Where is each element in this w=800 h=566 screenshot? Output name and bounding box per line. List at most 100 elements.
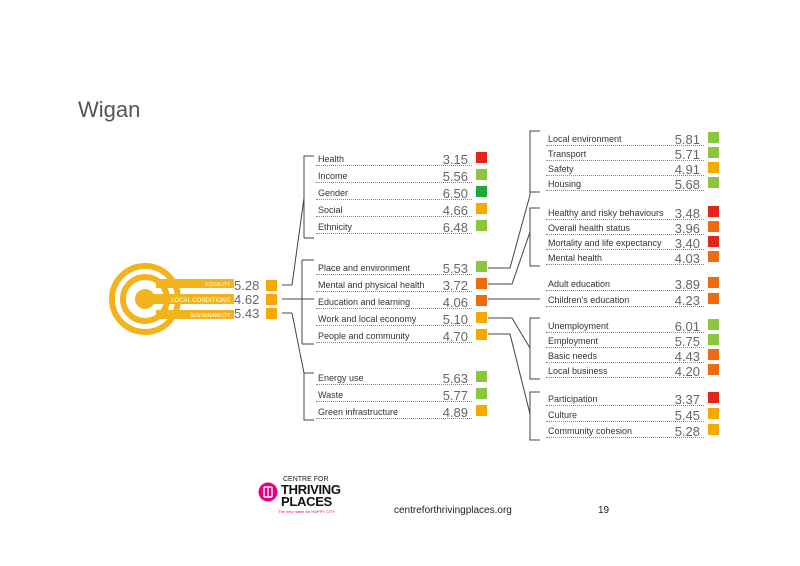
brand-line-2: THRIVING <box>281 482 341 497</box>
indicator-row: Housing 5.68 <box>546 175 704 192</box>
sustainability-value: 5.43 <box>234 306 260 321</box>
indicator-swatch <box>476 186 487 197</box>
indicator-row: Healthy and risky behaviours 3.48 <box>546 204 704 221</box>
indicator-row: People and community 4.70 <box>316 327 472 344</box>
indicator-value: 3.72 <box>442 278 468 293</box>
indicator-value: 4.43 <box>674 349 700 364</box>
indicator-value: 3.96 <box>674 221 700 236</box>
indicator-swatch <box>708 147 719 158</box>
indicator-value: 6.48 <box>442 220 468 235</box>
indicator-row: Place and environment 5.53 <box>316 259 472 276</box>
indicator-row: Participation 3.37 <box>546 390 704 407</box>
indicator-value: 4.06 <box>442 295 468 310</box>
indicator-row: Health 3.15 <box>316 150 472 167</box>
indicator-value: 5.77 <box>442 388 468 403</box>
indicator-swatch <box>476 220 487 231</box>
indicator-label: Children's education <box>548 295 630 305</box>
indicator-label: Basic needs <box>548 351 598 361</box>
indicator-swatch <box>476 203 487 214</box>
indicator-label: Waste <box>318 390 344 400</box>
indicator-label: Social <box>318 205 343 215</box>
indicator-row: Employment 5.75 <box>546 332 704 349</box>
indicator-swatch <box>708 277 719 288</box>
indicator-swatch <box>476 261 487 272</box>
sustainability-swatch <box>266 308 277 319</box>
indicator-value: 5.56 <box>442 169 468 184</box>
indicator-label: Participation <box>548 394 598 404</box>
local-conditions-swatch <box>266 294 277 305</box>
indicator-swatch <box>708 364 719 375</box>
indicator-row: Community cohesion 5.28 <box>546 422 704 439</box>
equality-swatch <box>266 280 277 291</box>
indicator-row: Income 5.56 <box>316 167 472 184</box>
indicator-swatch <box>708 349 719 360</box>
indicator-swatch <box>708 236 719 247</box>
indicator-value: 4.70 <box>442 329 468 344</box>
indicator-row: Energy use 5.63 <box>316 369 472 386</box>
indicator-value: 3.48 <box>674 206 700 221</box>
indicator-swatch <box>708 293 719 304</box>
indicator-value: 3.15 <box>442 152 468 167</box>
brand-tagline: The new name for HAPPY CITY <box>278 509 336 514</box>
indicator-label: Culture <box>548 410 578 420</box>
sustainability-label: SUSTAINABILITY <box>190 313 231 319</box>
indicator-value: 5.28 <box>674 424 700 439</box>
indicator-label: People and community <box>318 331 410 341</box>
indicator-label: Mental and physical health <box>318 280 425 290</box>
indicator-row: Waste 5.77 <box>316 386 472 403</box>
indicator-value: 5.10 <box>442 312 468 327</box>
footer-url[interactable]: centreforthrivingplaces.org <box>394 505 512 516</box>
indicator-label: Income <box>318 171 348 181</box>
indicator-label: Employment <box>548 336 599 346</box>
page-number: 19 <box>598 505 610 516</box>
indicator-swatch <box>476 312 487 323</box>
indicator-swatch <box>708 408 719 419</box>
brand-line-1: CENTRE FOR <box>283 476 329 483</box>
equality-value: 5.28 <box>234 278 260 293</box>
indicator-value: 5.75 <box>674 334 700 349</box>
indicator-value: 5.53 <box>442 261 468 276</box>
indicator-value: 5.68 <box>674 177 700 192</box>
indicator-label: Overall health status <box>548 223 631 233</box>
indicator-swatch <box>708 177 719 188</box>
indicator-value: 5.71 <box>674 147 700 162</box>
page-title: Wigan <box>78 97 141 122</box>
indicator-label: Community cohesion <box>548 426 633 436</box>
local-conditions-label: LOCAL CONDITIONS <box>171 298 230 304</box>
indicator-value: 5.81 <box>674 132 700 147</box>
indicator-swatch <box>476 329 487 340</box>
indicator-label: Healthy and risky behaviours <box>548 208 664 218</box>
indicator-value: 6.50 <box>442 186 468 201</box>
indicator-value: 4.20 <box>674 364 700 379</box>
indicator-value: 3.37 <box>674 392 700 407</box>
indicator-label: Health <box>318 154 345 164</box>
indicator-label: Housing <box>548 179 582 189</box>
indicator-value: 4.91 <box>674 162 700 177</box>
indicator-swatch <box>476 278 487 289</box>
indicator-swatch <box>708 319 719 330</box>
indicator-swatch <box>708 162 719 173</box>
indicator-row: Mental and physical health 3.72 <box>316 276 472 293</box>
indicator-value: 4.89 <box>442 405 468 420</box>
indicator-label: Energy use <box>318 373 364 383</box>
indicator-swatch <box>476 388 487 399</box>
indicator-value: 5.63 <box>442 371 468 386</box>
indicator-label: Place and environment <box>318 263 411 273</box>
indicator-label: Mental health <box>548 253 603 263</box>
indicator-label: Education and learning <box>318 297 411 307</box>
indicator-swatch <box>708 424 719 435</box>
indicator-row: Overall health status 3.96 <box>546 219 704 236</box>
indicator-swatch <box>476 295 487 306</box>
